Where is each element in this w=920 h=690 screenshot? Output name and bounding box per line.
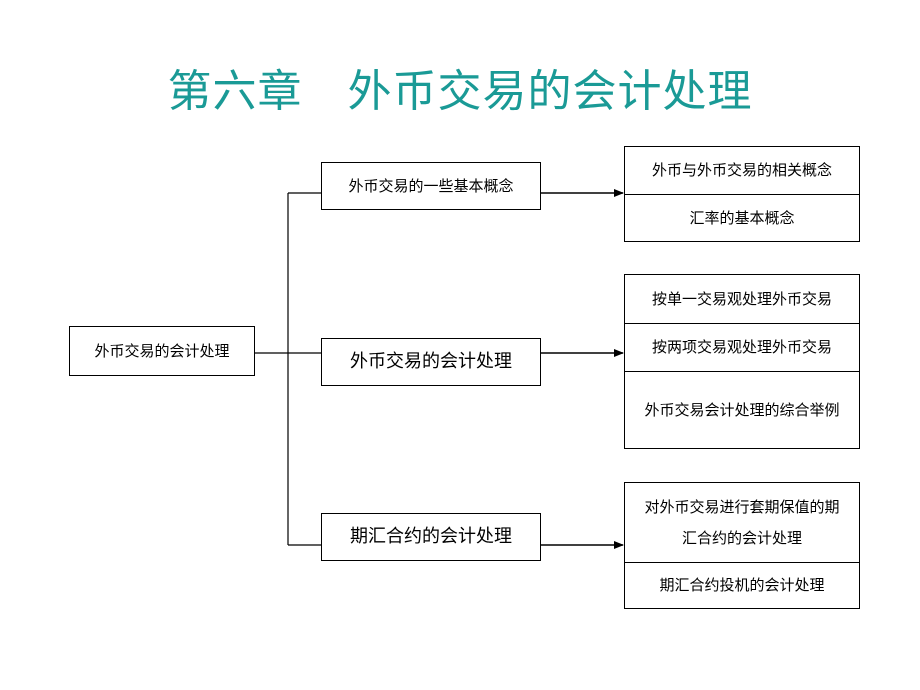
detail-group-2: 按单一交易观处理外币交易 按两项交易观处理外币交易 外币交易会计处理的综合举例 bbox=[624, 274, 860, 449]
detail-item: 汇率的基本概念 bbox=[625, 194, 859, 241]
detail-item: 外币与外币交易的相关概念 bbox=[651, 161, 832, 179]
root-node: 外币交易的会计处理 bbox=[69, 326, 255, 376]
detail-item: 外币交易会计处理的综合举例 bbox=[625, 371, 859, 448]
detail-item: 按两项交易观处理外币交易 bbox=[625, 323, 859, 371]
root-node-label: 外币交易的会计处理 bbox=[94, 342, 230, 360]
branch-node-1: 外币交易的一些基本概念 bbox=[321, 162, 541, 210]
branch-node-3-label: 期汇合约的会计处理 bbox=[350, 526, 512, 547]
branch-node-3: 期汇合约的会计处理 bbox=[321, 513, 541, 561]
branch-node-1-label: 外币交易的一些基本概念 bbox=[348, 177, 514, 195]
detail-item: 按单一交易观处理外币交易 bbox=[651, 289, 832, 308]
detail-item: 期汇合约投机的会计处理 bbox=[625, 562, 859, 608]
detail-item: 对外币交易进行套期保值的期汇合约的会计处理 bbox=[644, 497, 840, 547]
detail-group-1: 外币与外币交易的相关概念 汇率的基本概念 bbox=[624, 146, 860, 242]
branch-node-2: 外币交易的会计处理 bbox=[321, 338, 541, 386]
branch-node-2-label: 外币交易的会计处理 bbox=[350, 351, 512, 372]
detail-group-3: 对外币交易进行套期保值的期汇合约的会计处理 期汇合约投机的会计处理 bbox=[624, 482, 860, 609]
page-title: 第六章 外币交易的会计处理 bbox=[167, 66, 753, 117]
